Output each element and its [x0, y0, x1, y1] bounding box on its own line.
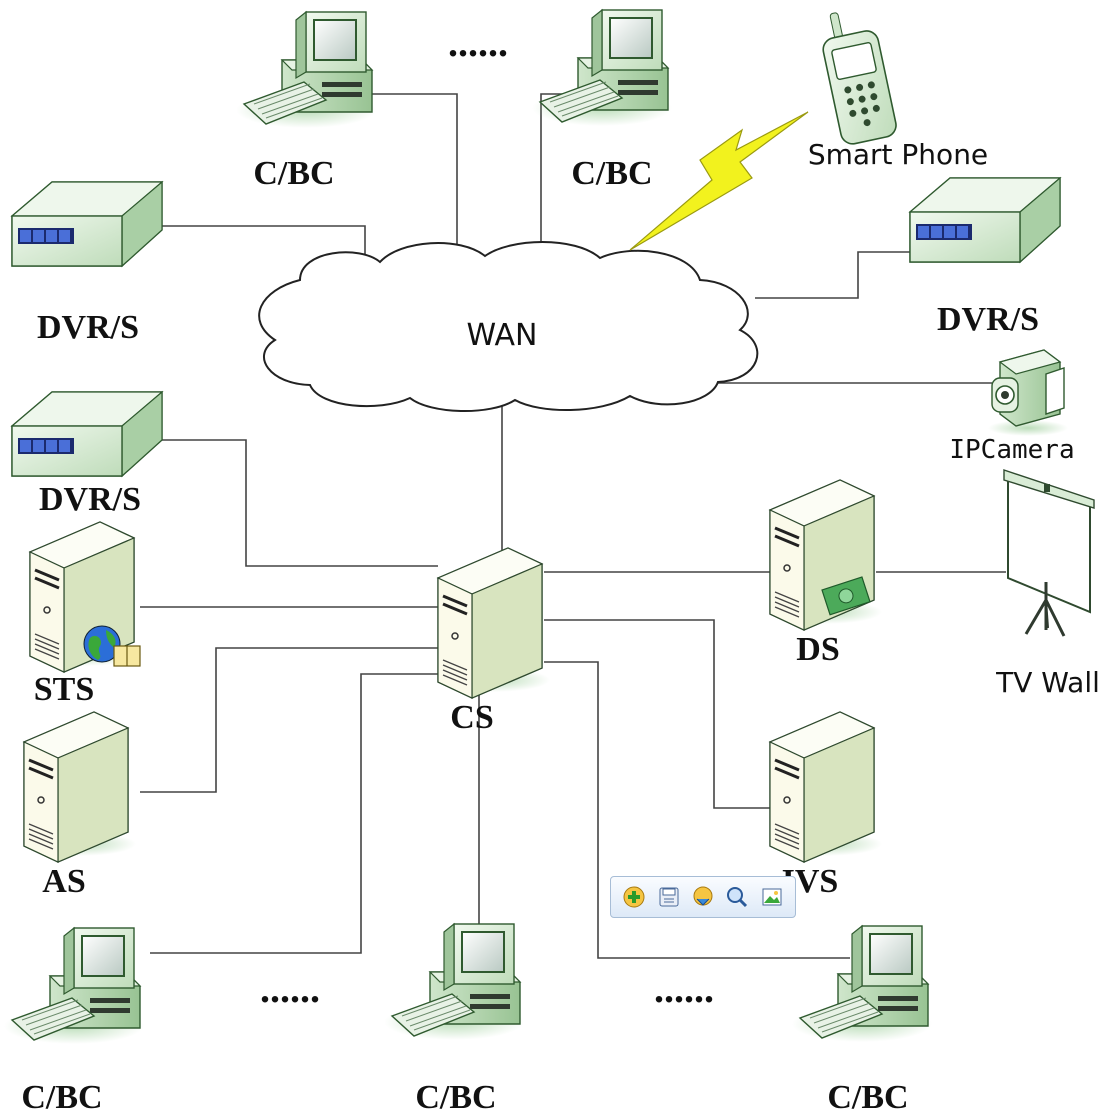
- save-button[interactable]: [656, 884, 682, 910]
- cbc-bottom-left: C/BC: [3, 927, 145, 1116]
- ellipsis-top: ......: [448, 20, 508, 65]
- zoom-icon: [727, 887, 748, 908]
- edge-cbc-bottom-right-cs: [544, 661, 850, 959]
- cbc-top-left-label: C/BC: [253, 155, 334, 192]
- tv-wall-label: TV Wall: [995, 666, 1100, 699]
- mobile-phone-icon: [822, 12, 897, 145]
- server-tower-icon: [436, 546, 552, 700]
- server-tower-icon: [768, 478, 884, 632]
- wan-cloud: WAN: [258, 241, 759, 413]
- cbc-top-left: C/BC: [235, 11, 377, 192]
- cbc-bottom-left-label: C/BC: [21, 1079, 102, 1116]
- cloud-icon: [258, 241, 759, 413]
- sts: STS: [28, 520, 144, 708]
- ipcamera-label: IPCamera: [949, 435, 1074, 465]
- edge-cbc-top-left-wan: [370, 93, 458, 252]
- ellipsis-bottom-right: ......: [654, 966, 714, 1011]
- zoom-button[interactable]: [724, 884, 750, 910]
- image-icon: [762, 888, 782, 906]
- dvr-left-top: DVR/S: [11, 181, 163, 346]
- cbc-bottom-center-label: C/BC: [415, 1079, 496, 1116]
- tag-button[interactable]: [690, 884, 716, 910]
- dvr-right: DVR/S: [909, 177, 1061, 338]
- dvr-right-label: DVR/S: [937, 301, 1039, 338]
- desktop-computer-icon: [383, 923, 525, 1041]
- save-icon: [659, 887, 679, 907]
- dvr-box-icon: [909, 177, 1061, 263]
- ds-label: DS: [796, 631, 839, 668]
- tag-icon: [693, 886, 713, 906]
- dvr-box-icon: [11, 181, 163, 267]
- desktop-computer-icon: [791, 925, 933, 1043]
- desktop-computer-icon: [531, 9, 673, 127]
- ivs: IVS: [768, 710, 884, 900]
- tv-wall: TV Wall: [995, 469, 1100, 699]
- desktop-computer-icon: [235, 11, 377, 129]
- add-button[interactable]: [621, 884, 647, 910]
- ds: DS: [768, 478, 884, 668]
- dvr-left-mid-label: DVR/S: [39, 481, 141, 518]
- ipcamera: IPCamera: [949, 349, 1075, 465]
- smart-phone-label: Smart Phone: [808, 138, 988, 171]
- projection-screen-icon: [1003, 469, 1095, 637]
- cbc-top-right: C/BC: [531, 9, 673, 192]
- smart-phone: Smart Phone: [808, 12, 988, 171]
- globe-icon: [83, 625, 141, 667]
- banknote-icon: [821, 576, 871, 616]
- video-camera-icon: [988, 349, 1068, 436]
- cs-label: CS: [450, 699, 493, 736]
- edge-ivs-cs: [544, 619, 770, 809]
- edge-dvr-right-wan: [755, 251, 915, 299]
- wireless-lightning-icon: [629, 111, 809, 251]
- dvr-left-top-label: DVR/S: [37, 309, 139, 346]
- dvr-left-mid: DVR/S: [11, 391, 163, 518]
- as-label: AS: [42, 863, 85, 900]
- desktop-computer-icon: [3, 927, 145, 1045]
- edge-cbc-bottom-left-cs: [150, 673, 438, 954]
- image-toolbar: [610, 876, 796, 918]
- server-tower-icon: [22, 710, 138, 864]
- connection-lines: [140, 93, 1006, 959]
- cbc-bottom-right-label: C/BC: [827, 1079, 908, 1116]
- as: AS: [22, 710, 138, 900]
- image-button[interactable]: [759, 884, 785, 910]
- edge-as-cs: [140, 647, 438, 793]
- cbc-bottom-center: C/BC: [383, 923, 525, 1116]
- sts-label: STS: [34, 671, 95, 708]
- add-icon: [623, 886, 645, 908]
- edge-dvr-left-mid-cs: [160, 439, 438, 567]
- dvr-box-icon: [11, 391, 163, 477]
- server-tower-icon: [768, 710, 884, 864]
- cbc-bottom-right: C/BC: [791, 925, 933, 1116]
- wan-label: WAN: [467, 318, 538, 353]
- cs: CS: [436, 546, 552, 736]
- ellipsis-bottom-left: ......: [260, 966, 320, 1011]
- cbc-top-right-label: C/BC: [571, 155, 652, 192]
